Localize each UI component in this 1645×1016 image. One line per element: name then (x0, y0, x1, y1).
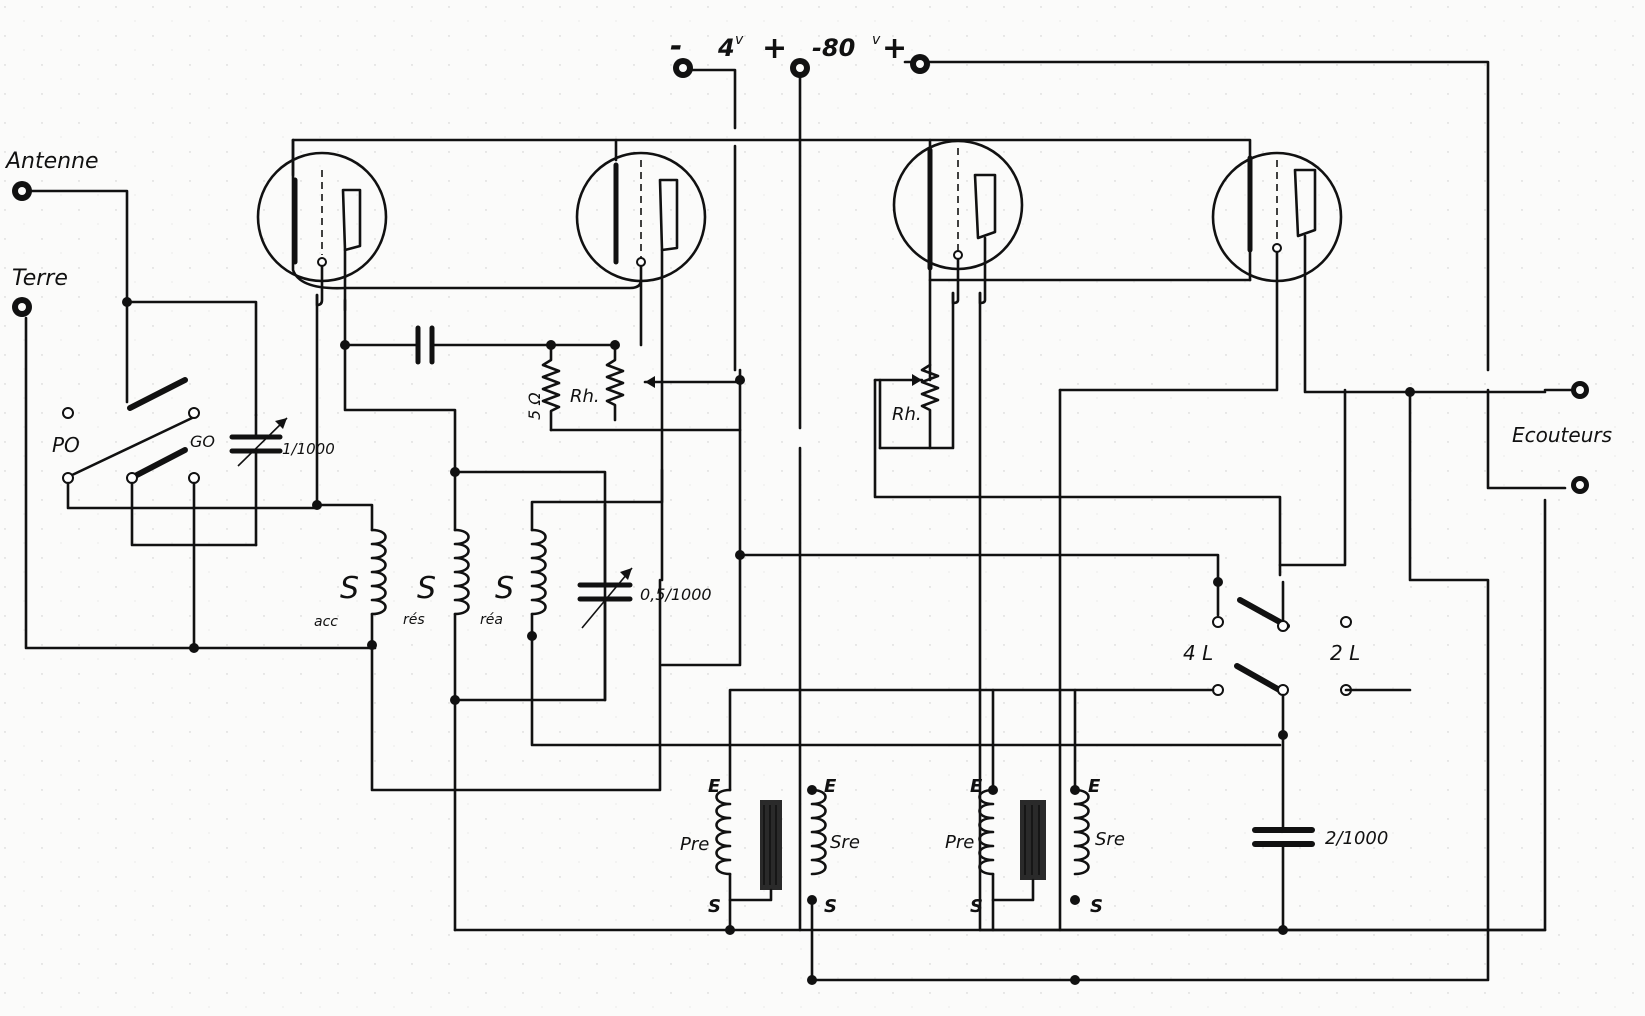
transformer-1-primary: Pre (680, 834, 709, 855)
coil-acc-sub: acc (314, 614, 338, 630)
antenna-variable-capacitor (229, 413, 288, 547)
grid-resistor (541, 343, 742, 432)
resistor-label: 5 Ω (525, 392, 544, 420)
ground-terminal (12, 297, 377, 650)
tuning-capacitor-label: 0,5/1000 (640, 585, 712, 604)
coil-rea-sub: réa (480, 612, 503, 628)
rheostat-2 (873, 363, 1282, 577)
lamp-switch-4l-label: 4 L (1183, 641, 1213, 665)
transformer-2-secondary: Sre (1095, 829, 1125, 850)
coil-acc-letter: S (340, 571, 359, 606)
coil-s-rea (527, 468, 1282, 747)
antenna-terminal (12, 181, 129, 304)
antenna-capacitor-label: 1/1000 (282, 440, 335, 458)
tube-1 (256, 151, 388, 312)
supply-80v-unit: v (872, 32, 881, 48)
supply-4v-label: 4 (717, 34, 735, 62)
transformer-1-s-left: S (708, 896, 721, 917)
transformer-2-s-left: S (970, 896, 983, 917)
transformer-2 (978, 688, 1090, 932)
transformer-2-s-right: S (1090, 896, 1103, 917)
transformer-1-s-right: S (824, 896, 837, 917)
switch-go-label: GO (190, 432, 215, 451)
tuning-capacitor (577, 503, 633, 702)
switch-po-label: PO (52, 433, 80, 457)
coil-res-letter: S (417, 571, 436, 606)
supply-terminals (673, 54, 930, 78)
supply-80v-label: -80 (812, 34, 855, 62)
supply-plus1-label: + (762, 31, 787, 66)
transformer-2-primary: Pre (945, 832, 974, 853)
rheostat-2-label: Rh. (892, 404, 922, 425)
antenna-label: Antenne (4, 149, 99, 174)
tube-4 (1058, 151, 1547, 394)
coil-res-sub: rés (403, 612, 425, 628)
coil-rea-letter: S (495, 571, 514, 606)
rheostat-1-label: Rh. (570, 386, 600, 407)
output-capacitor (1252, 733, 1315, 935)
output-capacitor-label: 2/1000 (1325, 828, 1388, 849)
lamp-switch-2l-label: 2 L (1330, 641, 1360, 665)
headphone-terminals (1543, 381, 1589, 494)
ground-label: Terre (12, 266, 68, 291)
transformer-1 (715, 743, 827, 935)
coil-s-acc (312, 500, 662, 792)
supply-4v-unit: v (735, 32, 744, 48)
supply-plus2-label: + (882, 31, 907, 66)
lamp-switch (728, 577, 1412, 747)
transformer-2-e-left: E (970, 776, 983, 797)
transformer-1-e-right: E (824, 776, 837, 797)
band-switch (62, 297, 319, 653)
transformer-1-e-left: E (708, 776, 721, 797)
supply-minus-label: - (670, 29, 682, 64)
transformer-1-secondary: Sre (830, 832, 860, 853)
rheostat-1 (605, 343, 742, 422)
transformer-2-e-right: E (1088, 776, 1101, 797)
headphones-label: Ecouteurs (1512, 423, 1612, 447)
